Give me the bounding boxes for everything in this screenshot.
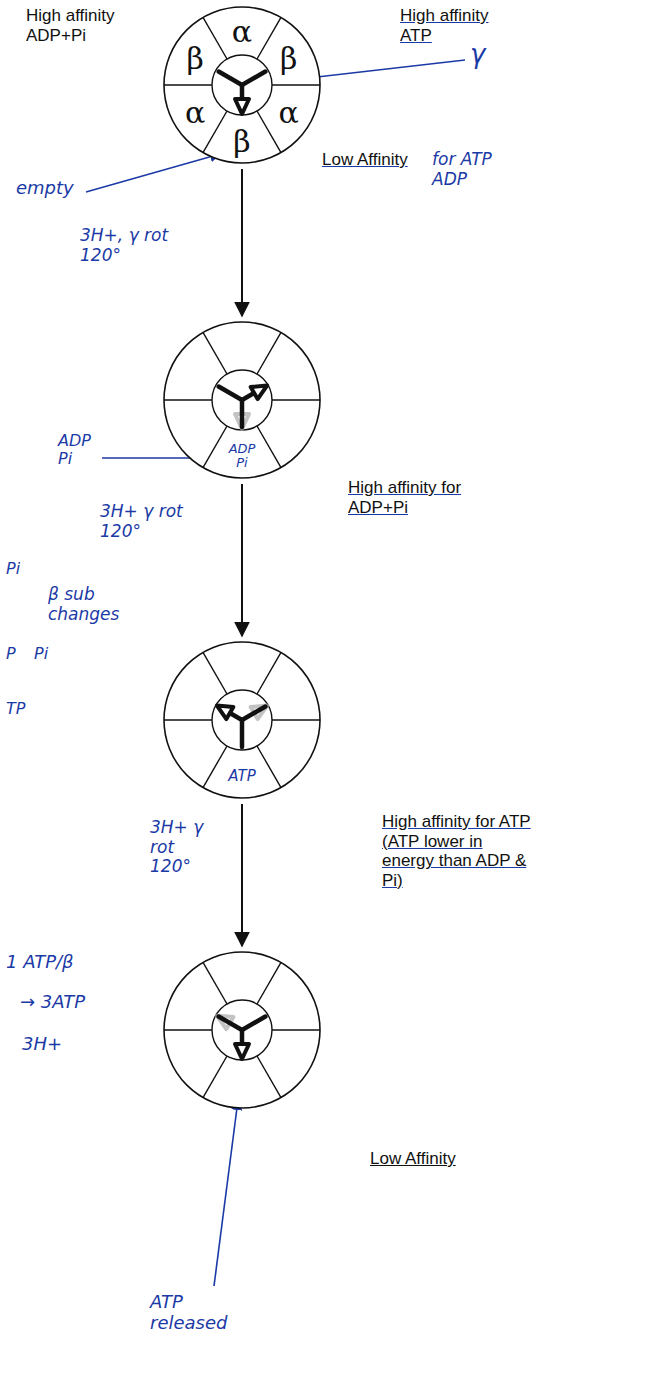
- edge-label: 3H+ γ rot 120°: [100, 502, 188, 541]
- inner-ring: [212, 370, 272, 430]
- sector-line: [272, 84, 320, 85]
- annotation: High affinity for ADP+Pi: [348, 478, 483, 517]
- gamma-arm: [219, 72, 242, 86]
- annotation: Pi: [6, 560, 36, 578]
- rotor-circle: ADP Pi: [162, 320, 322, 480]
- sector-line: [203, 111, 227, 153]
- sector-line: [203, 652, 227, 694]
- gamma-pointer: [235, 99, 249, 114]
- gamma-arm: [219, 387, 242, 401]
- annotation: 1 ATP/β: [6, 952, 116, 973]
- edge-label: 3H+ γ rot 120°: [150, 818, 212, 877]
- sector-line: [257, 17, 281, 59]
- annotation: β sub changes: [48, 585, 126, 624]
- gamma-arm: [242, 72, 265, 86]
- rotor-outline: [162, 950, 322, 1110]
- gamma-pointer: [235, 1044, 249, 1059]
- sector-line: [272, 399, 320, 400]
- subunit-letter: α: [185, 96, 205, 129]
- inner-ring: [212, 55, 272, 115]
- ring: [164, 7, 320, 163]
- node-text: ADP Pi: [224, 442, 260, 471]
- node-text: Low Affinity: [370, 1150, 490, 1169]
- subunit-letter: α: [279, 96, 299, 129]
- ring: [164, 642, 320, 798]
- sector-line: [257, 962, 281, 1004]
- gamma-pointer: [217, 706, 233, 720]
- subunit-letter: β: [233, 125, 250, 158]
- sector-line: [203, 1056, 227, 1098]
- gamma-pointer: [251, 386, 267, 400]
- annotation: High affinity ATP: [400, 6, 515, 45]
- gamma-arm: [240, 720, 245, 747]
- sector-line: [164, 399, 212, 400]
- annotation: ADP Pi: [58, 432, 98, 469]
- annotation: TP: [6, 700, 46, 718]
- annotation: High affinity ADP+Pi: [26, 6, 151, 45]
- sector-line: [257, 746, 281, 788]
- sector-line: [272, 719, 320, 720]
- inner-ring: [212, 1000, 272, 1060]
- flow-arrow: [241, 804, 243, 946]
- sector-line: [164, 1029, 212, 1030]
- flow-arrow: [241, 169, 243, 316]
- rotor-circle: Low Affinity: [162, 950, 322, 1110]
- sector-line: [257, 332, 281, 374]
- gamma-arm: [219, 1017, 242, 1031]
- subunit-letter: β: [187, 42, 204, 75]
- gamma-arm: [242, 1017, 265, 1031]
- annotation: P: [6, 645, 26, 663]
- annotation: ATP released: [150, 1292, 260, 1333]
- sector-line: [257, 652, 281, 694]
- sector-line: [203, 962, 227, 1004]
- sector-line: [164, 719, 212, 720]
- ring: [164, 322, 320, 478]
- sector-line: [203, 746, 227, 788]
- annotation: γ: [470, 40, 500, 70]
- leader-line: [86, 154, 220, 192]
- sector-line: [203, 332, 227, 374]
- sector-line: [257, 111, 281, 153]
- sector-line: [272, 1029, 320, 1030]
- edge-label: 3H+, γ rot 120°: [80, 226, 200, 265]
- gamma-arm: [240, 400, 245, 427]
- sector-line: [164, 84, 212, 85]
- annotation: Low Affinity: [322, 150, 427, 170]
- leader-line: [214, 1100, 238, 1286]
- sector-line: [203, 426, 227, 468]
- subunit-letter: β: [280, 42, 297, 75]
- rotor-circle: ATP: [162, 640, 322, 800]
- rotor-circle: αββααβ: [162, 5, 322, 165]
- node-text: ATP: [220, 768, 264, 785]
- flow-arrow: [241, 484, 243, 636]
- annotation: for ATP ADP: [432, 150, 512, 189]
- sector-line: [203, 17, 227, 59]
- subunit-letter: α: [232, 15, 252, 48]
- annotation: → 3ATP: [20, 992, 130, 1013]
- annotation: High affinity for ATP (ATP lower in ener…: [382, 812, 532, 890]
- sector-line: [257, 426, 281, 468]
- ring: [164, 952, 320, 1108]
- inner-ring: [212, 690, 272, 750]
- sector-line: [257, 1056, 281, 1098]
- annotation: 3H+: [22, 1034, 92, 1055]
- annotation: empty: [16, 178, 86, 199]
- annotation: Pi: [34, 645, 64, 663]
- gamma-arm: [242, 707, 265, 721]
